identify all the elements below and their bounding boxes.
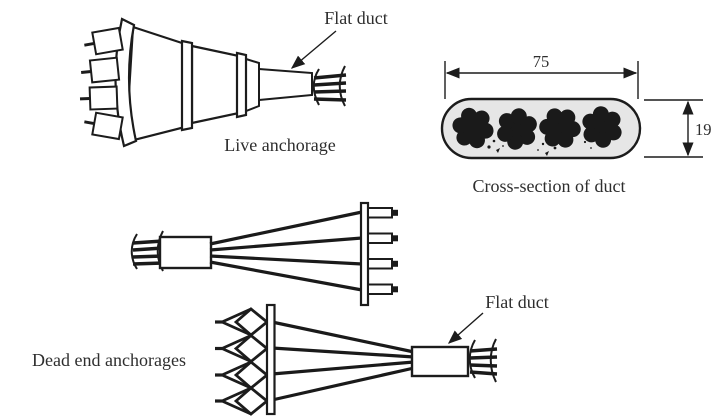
dead-end-anchorage-1-drawing (130, 201, 398, 307)
wedge-blocks (79, 26, 124, 141)
flat-duct-tube-top (258, 67, 313, 102)
fanned-strands (271, 320, 415, 402)
duct-cross-section-drawing: 75 19 Cross-section of duct (440, 52, 712, 196)
break-mark (338, 65, 346, 107)
bearing-plate (265, 303, 276, 416)
break-mark (312, 68, 320, 106)
dead-end-anchorage-2-drawing: Flat duct Dead end anchorages (32, 292, 549, 416)
duct-height-dimension: 19 (695, 120, 712, 139)
flat-duct-label-top: Flat duct (324, 8, 388, 28)
bearing-plate (359, 201, 370, 307)
bulb-ends (215, 307, 270, 416)
leader-arrow-flat-duct-bottom (447, 312, 484, 344)
button-heads (367, 207, 398, 295)
cone-flange-large (180, 39, 194, 132)
break-mark (489, 338, 497, 383)
duct-sleeve (158, 235, 213, 270)
flat-duct-tube-bottom (410, 345, 470, 378)
duct-width-dimension: 75 (533, 52, 550, 71)
fanned-strands (209, 210, 363, 292)
cross-section-label: Cross-section of duct (473, 176, 626, 196)
break-mark (130, 233, 138, 270)
strand-bundle-right (469, 347, 498, 376)
break-mark (468, 339, 476, 379)
cone-flange-small (235, 51, 248, 119)
dead-end-anchorages-label: Dead end anchorages (32, 350, 186, 370)
live-anchorage-drawing: Flat duct Live anchorage (79, 8, 388, 155)
leader-arrow-flat-duct-top (290, 30, 337, 69)
live-anchorage-label: Live anchorage (224, 135, 335, 155)
grout-speckles (480, 133, 592, 156)
trumpet-cone-small (190, 44, 241, 125)
flat-duct-label-bottom: Flat duct (485, 292, 549, 312)
duct-neck (245, 57, 260, 113)
trumpet-cone-large (124, 25, 187, 144)
